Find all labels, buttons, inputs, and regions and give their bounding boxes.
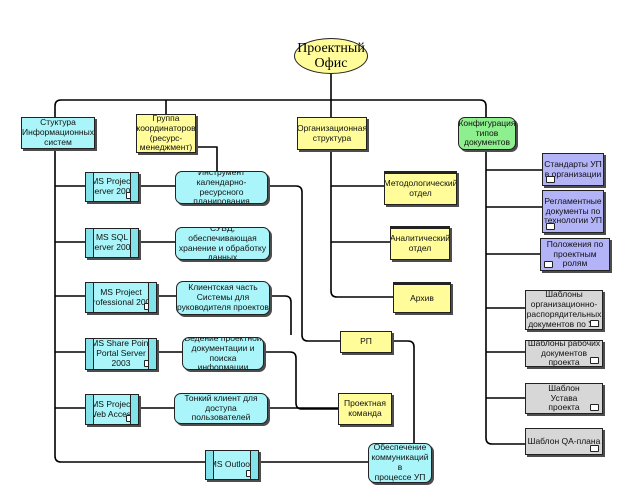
coordinators-node: Группа координаторов (ресурс- менеджмент…	[136, 114, 196, 153]
template-project-charter: Шаблон Устава проекта	[525, 383, 603, 414]
function-pm-client: Клиентская часть Системы для руководител…	[176, 281, 270, 315]
doc-config-node: Конфигурация типов документов	[458, 117, 516, 150]
template-label: Шаблон Устава проекта	[548, 383, 580, 413]
doc-role-provisions: Положения по проектным ролям	[540, 238, 610, 271]
doc-icon	[144, 303, 153, 310]
system-label: MS Share Point Portal Server 2003	[91, 338, 151, 368]
system-ms-outlook: MS Outlook	[205, 450, 259, 480]
doc-label: Стандарты УП в организации	[544, 158, 602, 179]
function-dbms: СУБД, обеспечивающая хранение и обработк…	[175, 227, 270, 260]
system-label: MS SQL Server 2000	[88, 232, 136, 252]
doc-label: Регламентные документы по технологии УП	[543, 195, 603, 226]
doc-regulations: Регламентные документы по технологии УП	[542, 190, 604, 233]
template-label: Шаблон QA-плана	[527, 435, 601, 446]
org-unit-analytics: Аналитический отдел	[390, 226, 450, 260]
doc-icon	[144, 360, 153, 367]
system-label: MS Outlook	[209, 459, 255, 470]
system-ms-project-web-access: MS Project Web Access	[85, 394, 139, 425]
doc-icon	[590, 320, 599, 327]
system-ms-project-professional: MS Project Professional 2003	[85, 282, 157, 313]
system-ms-sharepoint: MS Share Point Portal Server 2003	[85, 338, 157, 370]
org-unit-methodology: Методологический отдел	[384, 171, 457, 205]
system-ms-project-server: MS Project Server 2003	[85, 172, 139, 202]
function-planning-tool: Инструмент календарно-ресурсного планиро…	[175, 171, 268, 204]
function-communications: Обеспечение коммуникаций в процессе УП	[368, 443, 432, 483]
system-ms-sql-server: MS SQL Server 2000	[85, 228, 139, 258]
doc-icon	[544, 261, 553, 268]
template-org-docs: Шаблоны организационно- распорядительных…	[525, 290, 603, 330]
doc-icon	[546, 176, 555, 183]
info-systems-node: Стуктура Информационных систем	[21, 117, 95, 149]
function-thin-client: Тонкий клиент для доступа пользователей	[174, 393, 268, 424]
system-label: MS Project Professional 2003	[86, 286, 156, 307]
template-qa-plan: Шаблон QA-плана	[525, 428, 603, 455]
doc-pm-standards: Стандарты УП в организации	[542, 153, 604, 186]
doc-icon	[590, 357, 599, 364]
doc-icon	[590, 445, 599, 452]
template-label: Шаблоны рабочих документов проекта	[527, 340, 601, 367]
template-work-docs: Шаблоны рабочих документов проекта	[525, 340, 603, 367]
org-structure-node: Организационная структура	[297, 117, 367, 150]
doc-icon	[590, 404, 599, 411]
org-unit-project-team: Проектная команда	[338, 393, 392, 425]
project-office-title: Проектный Офис	[294, 38, 368, 74]
doc-icon	[126, 415, 135, 422]
org-unit-archive: Архив	[393, 282, 451, 313]
doc-icon	[546, 223, 555, 230]
org-unit-pm: РП	[340, 331, 392, 353]
system-label: MS Project Server 2003	[88, 176, 136, 196]
function-documentation: Ведение проектной документации и поиска …	[182, 337, 264, 370]
system-label: MS Project Web Access	[88, 398, 136, 419]
doc-label: Положения по проектным ролям	[546, 238, 604, 269]
doc-icon	[126, 192, 135, 199]
doc-icon	[246, 470, 255, 477]
